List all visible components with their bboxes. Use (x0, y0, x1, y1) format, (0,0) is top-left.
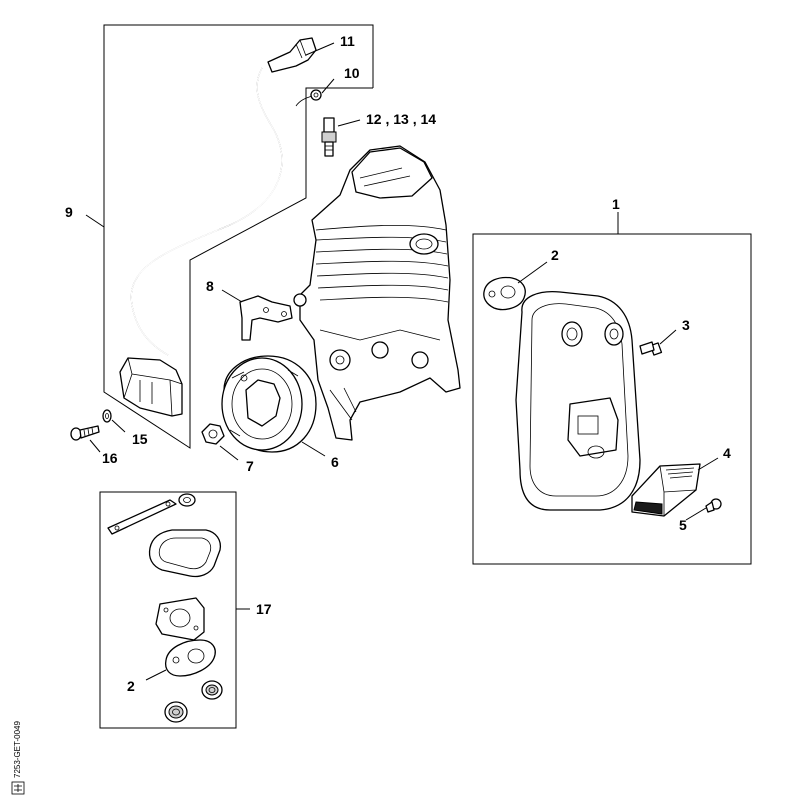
muffler-screw-part (639, 341, 663, 356)
muffler-part (515, 290, 641, 511)
callout-9: 9 (65, 204, 73, 220)
leader-lines (85, 42, 719, 681)
callout-1: 1 (612, 196, 620, 212)
callout-16: 16 (102, 450, 118, 466)
callout-2-gasket-set: 2 (127, 678, 135, 694)
screw-part (70, 425, 100, 441)
callout-7: 7 (246, 458, 254, 474)
muffler-gasket-part (483, 276, 526, 311)
ignition-group-frame (103, 24, 374, 449)
drawing-code-text: 7253-GET-0049 (13, 721, 22, 778)
cylinder-part (293, 145, 461, 441)
callout-11: 11 (340, 33, 355, 49)
callout-17: 17 (256, 601, 272, 617)
drawing-code-box (11, 781, 25, 795)
deflector-part (631, 463, 701, 517)
spark-plug-boot-part (267, 37, 317, 73)
muffler-group-frame (472, 212, 752, 565)
nut-part (201, 423, 225, 445)
bracket-part (239, 295, 293, 341)
callout-6: 6 (331, 454, 339, 470)
callout-10: 10 (344, 65, 360, 81)
ignition-lead-part (130, 67, 283, 356)
callout-3: 3 (682, 317, 690, 333)
gasket-set-parts (107, 493, 223, 723)
drawing-code: 7253-GET-0049 (11, 721, 25, 795)
washer-part (102, 409, 112, 423)
deflector-screw-part (705, 498, 722, 513)
callout-15: 15 (132, 431, 148, 447)
ignition-module-part (119, 357, 183, 417)
callout-labels: 11 10 12 , 13 , 14 9 1 2 8 3 4 5 6 7 15 … (65, 33, 731, 694)
spring-part (295, 89, 322, 107)
callout-12-13-14: 12 , 13 , 14 (366, 111, 436, 127)
flywheel-part (221, 355, 317, 453)
callout-2-muffler: 2 (551, 247, 559, 263)
spark-plug-part (321, 117, 337, 157)
callout-4: 4 (723, 445, 731, 461)
callout-5: 5 (679, 517, 687, 533)
gasket-set-frame (99, 491, 250, 729)
callout-8: 8 (206, 278, 214, 294)
